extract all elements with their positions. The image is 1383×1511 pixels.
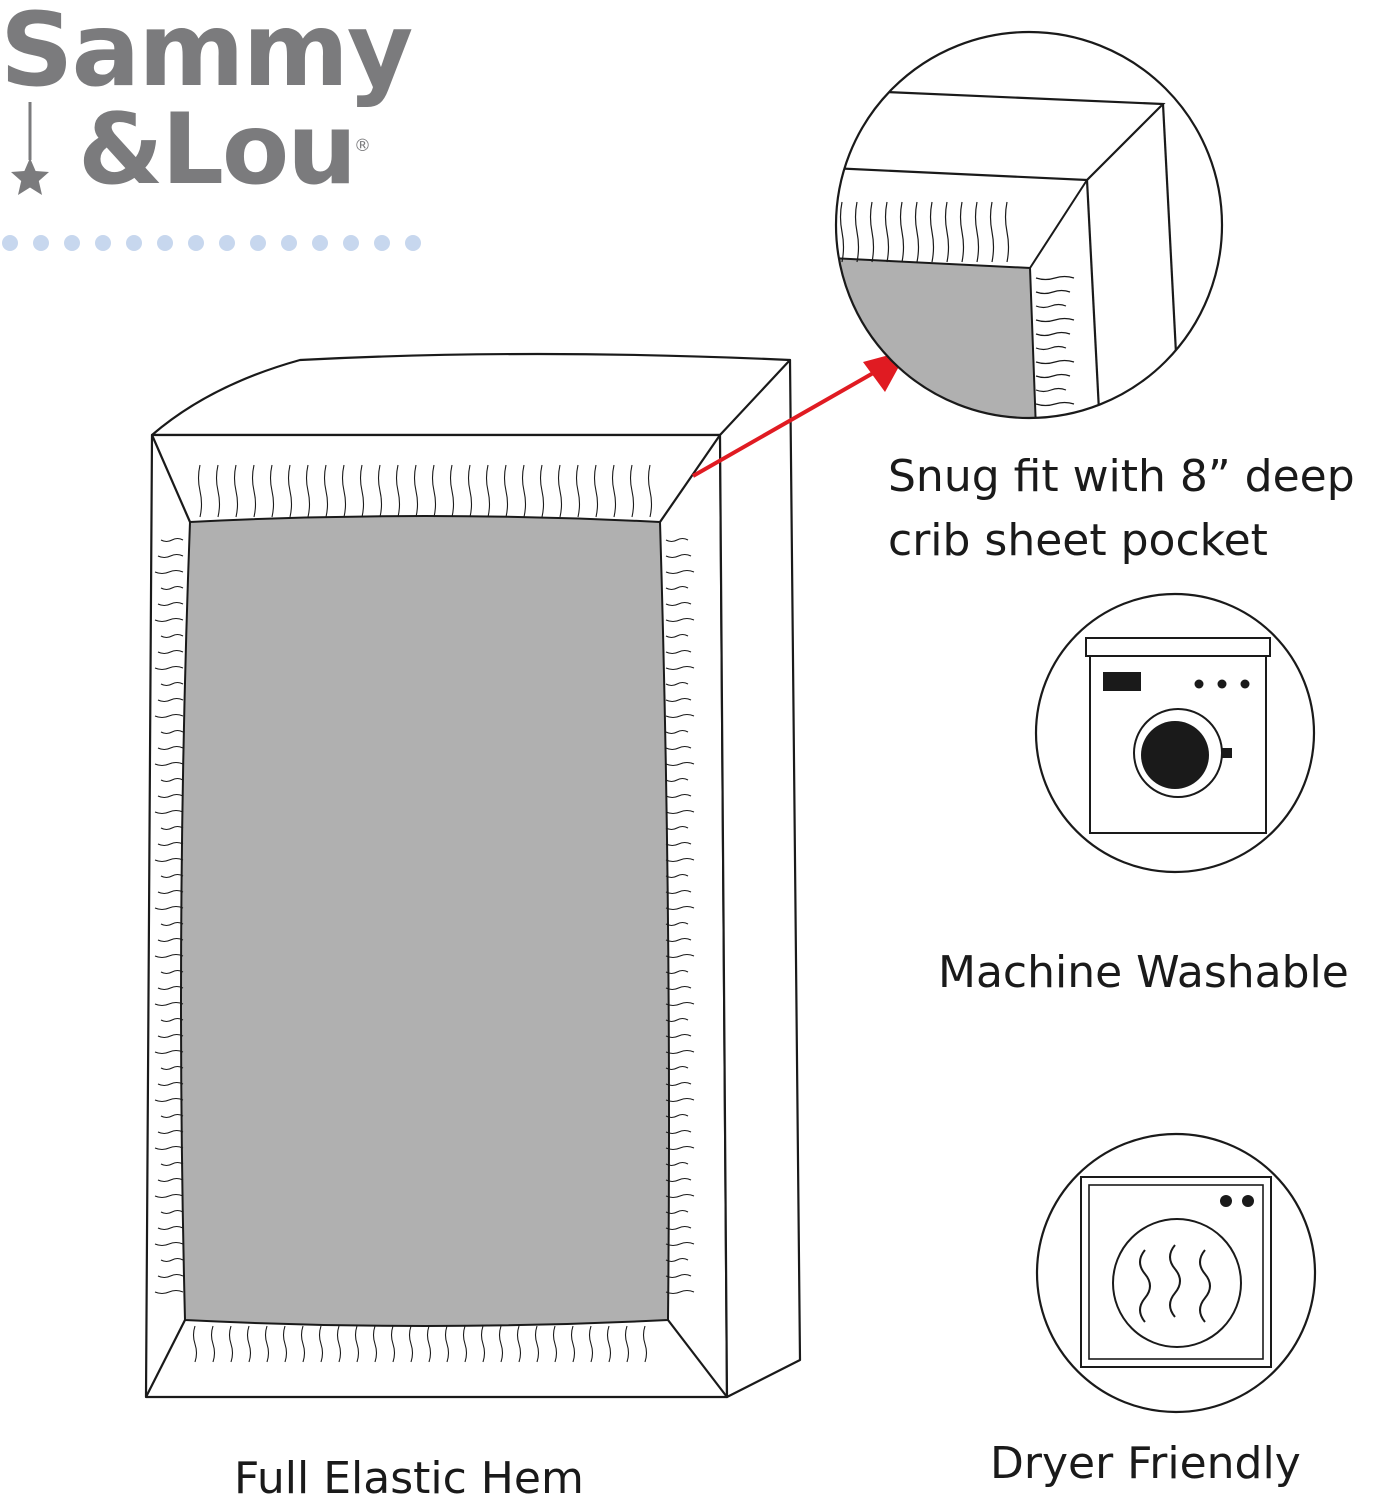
feature-snug-fit-line2: crib sheet pocket [888,515,1268,567]
feature-snug-fit-line1: Snug fit with 8” deep [888,451,1355,502]
brand-name-sammy: Sammy [0,0,413,110]
registered-mark: ® [354,136,371,156]
feature-dryer-friendly: Dryer Friendly [990,1438,1301,1489]
feature-full-elastic-hem: Full Elastic Hem [234,1453,584,1504]
elastic-gathers [154,464,695,1363]
feature-machine-washable: Machine Washable [938,947,1349,998]
feature-snug-fit: Snug fit with 8” deep crib sheet pocket [888,445,1355,573]
brand-name-lou: &Lou [78,93,357,207]
star-icon [11,158,49,195]
logo-decoration [2,102,421,251]
dot-row [2,235,421,251]
sheet-panel [180,515,670,1327]
